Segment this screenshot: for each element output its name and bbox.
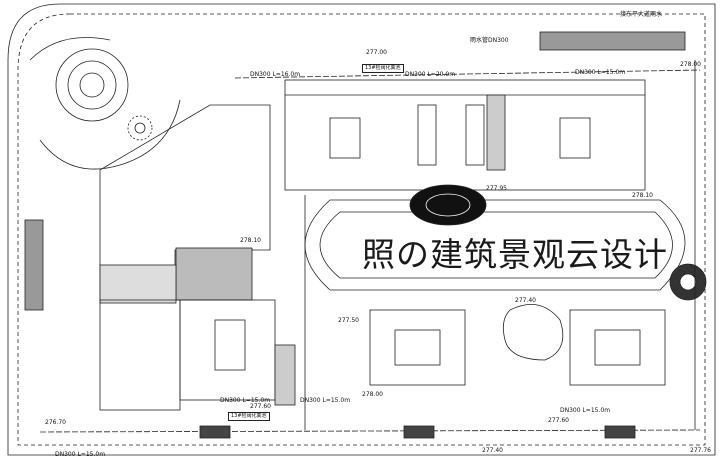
elevation-label: 278.00 (680, 61, 701, 68)
tank-2 (403, 425, 435, 439)
pipe-note: DN300 L=15.0m (220, 397, 271, 404)
building-res-2 (569, 309, 666, 386)
building-top-center (284, 79, 646, 191)
oval-walk-outer (304, 199, 686, 291)
note-top-pipe: 雨水管DN300 (470, 37, 509, 44)
elevation-label: 276.70 (45, 419, 66, 426)
road-inner-edge (17, 13, 706, 446)
garden-pond (502, 303, 564, 361)
planting-strip-top (539, 31, 686, 51)
elevation-label: 277.00 (366, 49, 387, 56)
tank-3 (604, 425, 636, 439)
drain-line-top (234, 69, 701, 79)
elevation-label: 277.60 (250, 403, 271, 410)
tank-1 (199, 425, 231, 439)
elevation-label: 277.40 (515, 297, 536, 304)
central-plaza (409, 184, 487, 226)
tank-label-top: 13#检阀化粪池 (362, 64, 404, 73)
pipe-note: DN300 L=20.0m (405, 71, 456, 78)
hatched-block-1 (175, 247, 253, 301)
tank-label-bottom: 13#检阀化粪池 (228, 412, 270, 421)
elevation-label: 278.10 (240, 237, 261, 244)
elevation-label: 277.95 (486, 185, 507, 192)
building-lower-left (99, 299, 181, 411)
oval-walk-inner (319, 211, 673, 279)
note-east-road: 接东平大道雨水 (620, 11, 663, 18)
elevation-label: 277.40 (482, 447, 503, 454)
hatched-strip (486, 94, 506, 171)
pipe-note: DN300 L=15.0m (55, 451, 106, 458)
drain-line-bottom (39, 429, 701, 433)
pipe-note: DN300 L=15.0m (300, 397, 351, 404)
building-res-1 (369, 309, 466, 386)
elevation-label: 277.76 (690, 447, 711, 454)
planting-strip-left (24, 219, 44, 311)
site-boundary (7, 3, 716, 456)
elevation-label: 277.50 (338, 317, 359, 324)
plaza-circle (55, 48, 129, 122)
hatched-block-2 (99, 264, 177, 304)
pipe-note: DN300 L=16.0m (250, 71, 301, 78)
elevation-label: 277.60 (548, 417, 569, 424)
watermark-text: 照の建筑景观云设计 (362, 235, 668, 274)
elevation-label: 278.10 (632, 192, 653, 199)
pipe-note: DN300 L=15.0m (575, 69, 626, 76)
pipe-note: DN300 L=15.0m (560, 407, 611, 414)
elevation-label: 278.00 (362, 391, 383, 398)
